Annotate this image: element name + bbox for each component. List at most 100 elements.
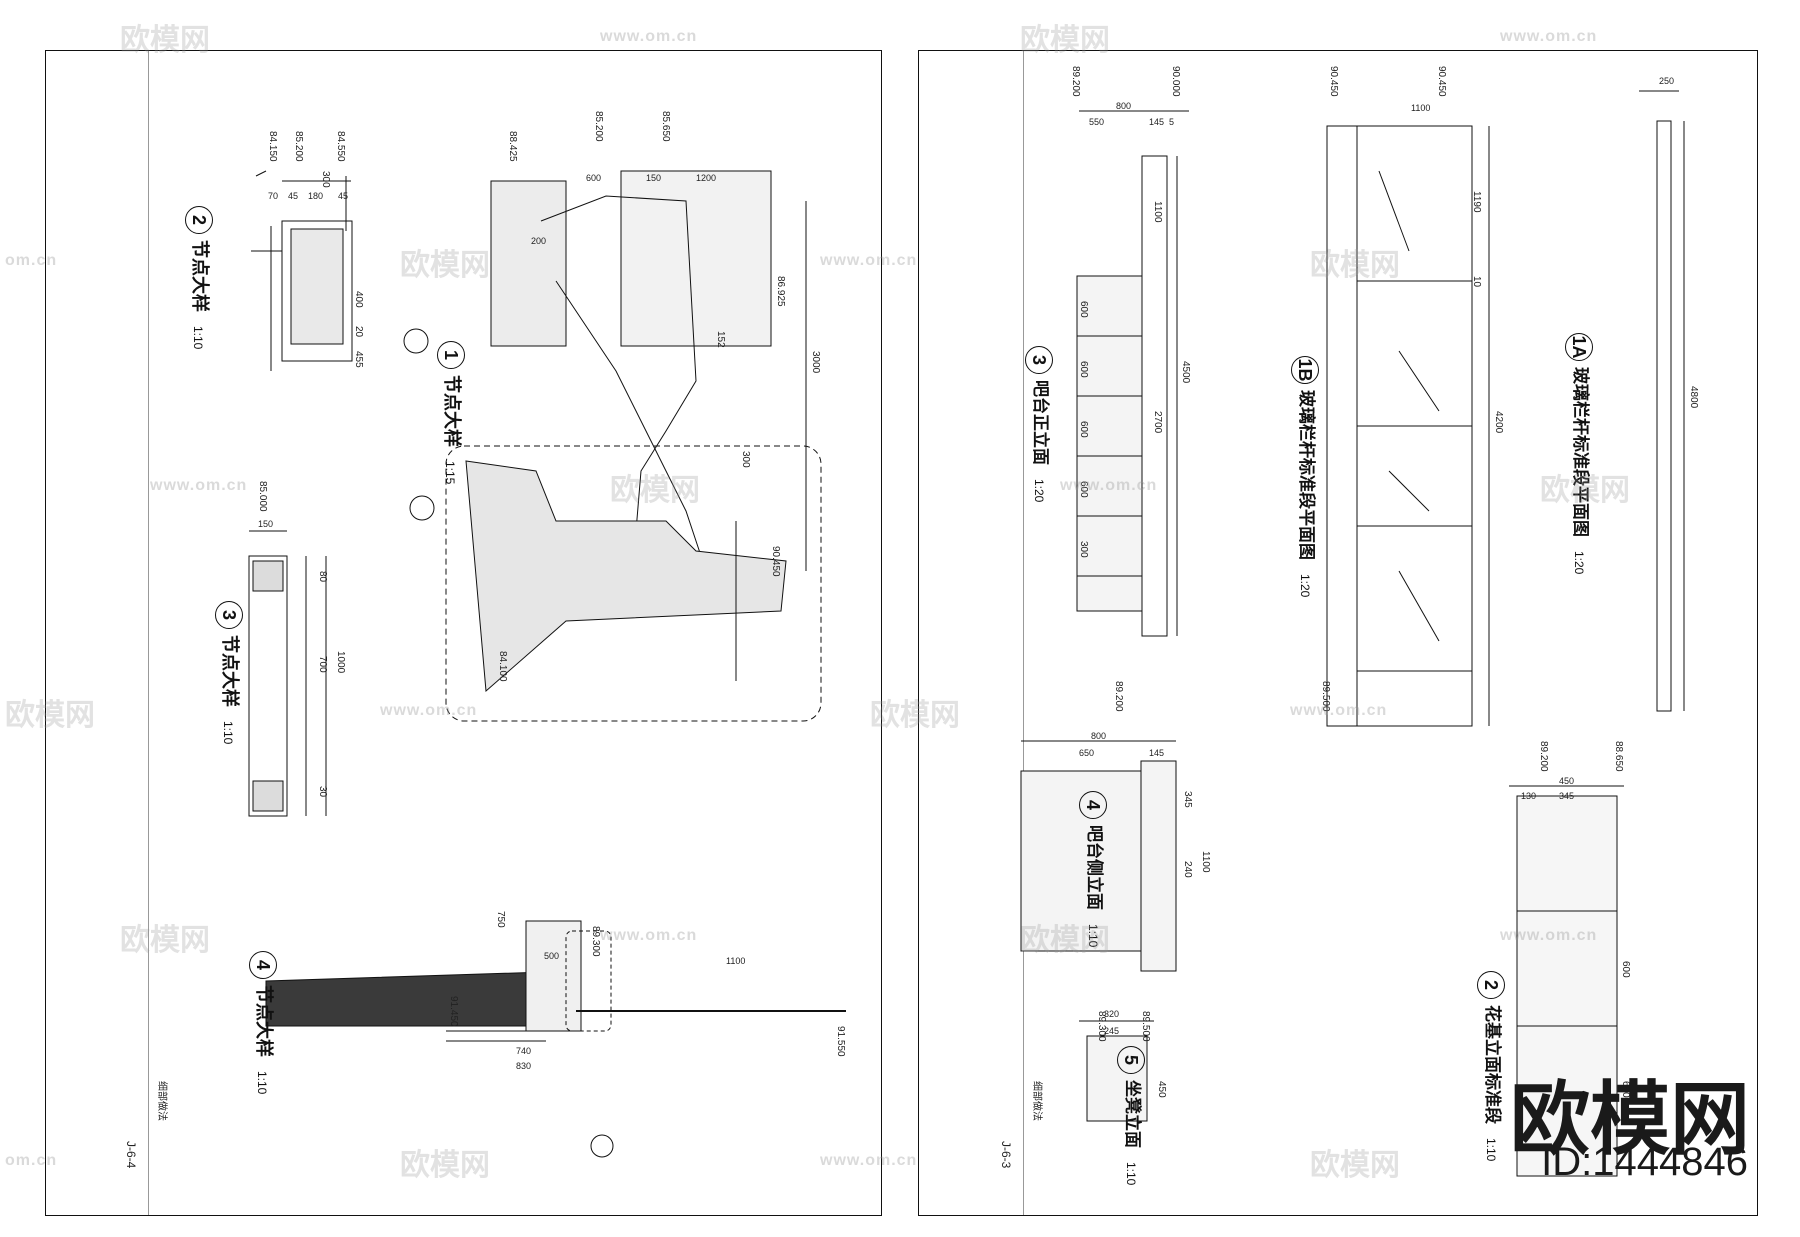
watermark-logo: 欧模网: [1540, 474, 1630, 507]
detail-title-glass-1a: 1A玻璃栏杆标准段平面图1:20: [1565, 333, 1595, 574]
dim-label: 4500: [1180, 361, 1191, 384]
dim-label: 400: [353, 291, 364, 308]
watermark-url: www.om.cn: [1060, 477, 1158, 494]
watermark-logo: 欧模网: [5, 699, 95, 732]
dim-label: 455: [353, 351, 364, 368]
dim-label: 320: [1104, 1009, 1120, 1019]
dim-label: 500: [544, 951, 560, 961]
brand-logo: 欧模网: [1510, 1075, 1750, 1164]
detail-title-glass-1b: 1B玻璃栏杆标准段平面图1:20: [1291, 356, 1321, 597]
watermark-logo: 欧模网: [120, 24, 210, 57]
elevation-mark: 90.450: [1436, 66, 1447, 97]
dim-label: 600: [1078, 361, 1089, 378]
brand-id-label: ID:1444846: [1541, 1140, 1748, 1184]
elevation-mark: 84.150: [267, 131, 278, 162]
glass-railing-1a-drawing: [1639, 90, 1685, 712]
watermark-logo: 欧模网: [1310, 1149, 1400, 1182]
detail-title-3: 3节点大样1:10: [214, 601, 244, 744]
dim-label: 450: [1156, 1081, 1167, 1098]
elevation-mark: 85.200: [593, 111, 604, 142]
watermark-url: www.om.cn: [1500, 28, 1598, 45]
bar-side-elevation-drawing: [1020, 740, 1177, 972]
watermark-url: www.om.cn: [1500, 927, 1598, 944]
elevation-mark: 88.425: [507, 131, 518, 162]
dim-label: 150: [646, 173, 662, 183]
dim-label: 300: [1078, 541, 1089, 558]
dim-label: 250: [1659, 76, 1675, 86]
watermark-logo: 欧模网: [1310, 249, 1400, 282]
left-sheet-linework: [248, 170, 846, 1158]
elevation-mark: 85.650: [660, 111, 671, 142]
dim-label: 550: [1089, 117, 1105, 127]
detail-2-drawing: [251, 170, 353, 371]
dim-label: 300: [320, 171, 331, 188]
watermark-url: om.cn: [5, 1152, 58, 1169]
sheet-margin-line: [1023, 51, 1024, 1215]
bar-front-elevation-drawing: [1076, 110, 1189, 637]
right-sheet-linework: [1020, 90, 1685, 1177]
elevation-mark: 89.200: [1070, 66, 1081, 97]
sheet-number: J-6-3: [999, 1141, 1013, 1169]
drawing-sheet-right: 3吧台正立面1:20 1B玻璃栏杆标准段平面图1:20 1A玻璃栏杆标准段平面图…: [918, 50, 1758, 1216]
dim-label: 830: [516, 1061, 532, 1071]
dim-label: 152: [715, 331, 726, 348]
dim-label: 1200: [696, 173, 717, 183]
dim-label: 4200: [1493, 411, 1504, 434]
dim-label: 600: [1620, 961, 1631, 978]
planter-elevation-drawing: [1509, 785, 1624, 1177]
dim-label: 1100: [726, 956, 746, 966]
elevation-mark: 89.200: [1538, 741, 1549, 772]
dim-label: 700: [317, 656, 328, 673]
dim-label: 130: [1521, 791, 1537, 801]
detail-3-drawing: [248, 530, 327, 817]
elevation-mark: 89.300: [1096, 1011, 1107, 1042]
dim-label: 20: [353, 326, 364, 338]
dim-label: 345: [1559, 791, 1575, 801]
dim-label: 2700: [1152, 411, 1163, 434]
dim-label: 740: [516, 1046, 532, 1056]
dim-label: 800: [1091, 731, 1107, 741]
dim-label: 5: [1169, 117, 1175, 127]
detail-title-planter: 2花基立面标准段1:10: [1477, 971, 1507, 1161]
dim-label: 145: [1149, 748, 1165, 758]
elevation-mark: 85.000: [257, 481, 268, 512]
detail-1-drawing: [403, 170, 822, 722]
detail-title-2: 2节点大样1:10: [184, 206, 214, 349]
dim-label: 1100: [1411, 103, 1431, 113]
elevation-mark: 90.000: [1170, 66, 1181, 97]
detail-title-bench: 5坐凳立面1:10: [1117, 1046, 1147, 1185]
dim-label: 45: [338, 191, 349, 201]
dim-label: 1100: [1152, 201, 1163, 223]
detail-title-1: 1节点大样1:15: [436, 341, 466, 484]
glass-railing-1b-drawing: [1326, 125, 1490, 727]
dim-label: 345: [1182, 791, 1193, 808]
detail-title-4: 4节点大样1:10: [248, 951, 278, 1094]
watermark-url: www.om.cn: [380, 702, 478, 719]
watermark-logo: 欧模网: [610, 474, 700, 507]
dim-label: 180: [308, 191, 324, 201]
sheet-margin-line: [148, 51, 149, 1215]
elevation-mark: 86.925: [775, 276, 786, 307]
watermark-url: www.om.cn: [1290, 702, 1388, 719]
dim-label: 80: [317, 571, 328, 583]
watermark-logo: 欧模网: [400, 249, 490, 282]
elevation-mark: 85.200: [293, 131, 304, 162]
dim-label: 600: [586, 173, 602, 183]
dim-label: 650: [1079, 748, 1095, 758]
watermark-logo: 欧模网: [1020, 24, 1110, 57]
watermark-url: www.om.cn: [600, 28, 698, 45]
dim-label: 45: [288, 191, 299, 201]
watermark-logo: 欧模网: [120, 924, 210, 957]
drawing-sheet-left: 2节点大样1:10 1节点大样1:15 3节点大样1:10 4节点大样1:10 …: [45, 50, 882, 1216]
watermark-logo: 欧模网: [400, 1149, 490, 1182]
watermark-url: www.om.cn: [150, 477, 248, 494]
elevation-mark: 91.550: [835, 1026, 846, 1057]
dim-label: 30: [317, 786, 328, 798]
dim-label: 240: [1182, 861, 1193, 878]
dim-label: 150: [258, 519, 274, 529]
bench-elevation-drawing: [1079, 1020, 1154, 1122]
elevation-mark: 90.450: [1328, 66, 1339, 97]
dim-label: 1190: [1471, 191, 1482, 213]
elevation-mark: 84.100: [497, 651, 508, 682]
detail-title-bar-front: 3吧台正立面1:20: [1025, 346, 1055, 502]
